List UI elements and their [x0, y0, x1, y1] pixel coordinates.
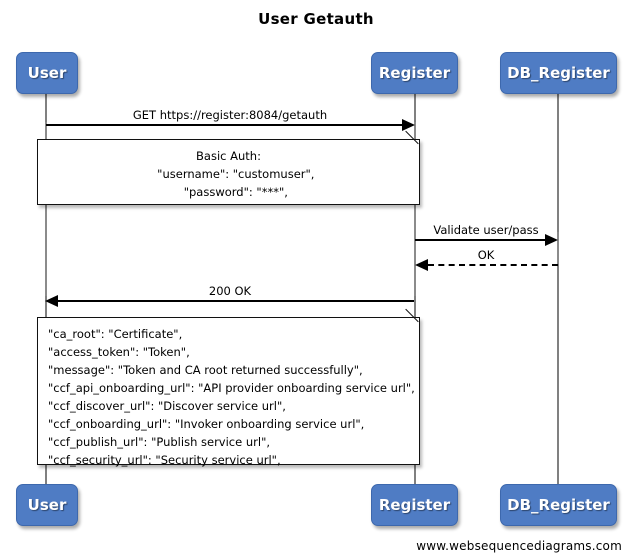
note-line: "ccf_discover_url": "Discover service ur… — [48, 399, 286, 413]
note-line: Basic Auth: — [196, 149, 261, 163]
footer-watermark: www.websequencediagrams.com — [416, 539, 622, 553]
actor-label: Register — [378, 64, 451, 82]
note-response: "ca_root": "Certificate", "access_token"… — [37, 308, 420, 467]
actor-user-bottom[interactable]: User — [16, 484, 78, 526]
message-label-ok: OK — [477, 248, 495, 262]
actor-label: Register — [378, 496, 451, 514]
message-line-200-ok — [58, 300, 414, 302]
actor-db-register-bottom[interactable]: DB_Register — [500, 484, 617, 526]
note-line: "ccf_onboarding_url": "Invoker onboardin… — [48, 417, 365, 431]
actor-label: DB_Register — [507, 64, 610, 82]
arrowhead-left-ok — [415, 259, 428, 271]
message-line-ok — [428, 264, 558, 266]
actor-label: User — [27, 64, 67, 82]
note-line: "ccf_publish_url": "Publish service url"… — [48, 435, 271, 449]
page-title: User Getauth — [258, 10, 374, 28]
arrowhead-right-get-getauth — [402, 119, 415, 131]
message-label-get-getauth: GET https://register:8084/getauth — [132, 108, 328, 122]
note-line: "ccf_api_onboarding_url": "API provider … — [48, 381, 415, 395]
note-line: "ca_root": "Certificate", — [48, 327, 183, 341]
actor-db-register-top[interactable]: DB_Register — [500, 52, 617, 94]
note-line: "ccf_security_url": "Security service ur… — [48, 453, 281, 467]
actor-label: DB_Register — [507, 496, 610, 514]
actor-register-bottom[interactable]: Register — [371, 484, 458, 526]
actor-user-top[interactable]: User — [16, 52, 78, 94]
note-request: Basic Auth: "username": "customuser", "p… — [37, 130, 420, 207]
activation-register — [414, 122, 416, 296]
lifeline-db-register — [557, 94, 559, 486]
activation-user — [45, 122, 47, 296]
activation-db-register — [557, 232, 559, 264]
message-label-validate: Validate user/pass — [433, 223, 539, 237]
note-line: "password": "***", — [169, 185, 288, 199]
arrowhead-right-validate — [545, 234, 558, 246]
actor-register-top[interactable]: Register — [371, 52, 458, 94]
note-line: "access_token": "Token", — [48, 345, 190, 359]
note-line: "username": "customuser", — [142, 167, 315, 181]
arrowhead-left-200-ok — [45, 295, 58, 307]
note-line: "message": "Token and CA root returned s… — [48, 363, 363, 377]
note-request-lines: Basic Auth: "username": "customuser", "p… — [38, 140, 419, 207]
message-line-validate — [415, 239, 548, 241]
message-label-200-ok: 200 OK — [208, 284, 252, 298]
note-response-lines: "ca_root": "Certificate", "access_token"… — [38, 318, 419, 475]
actor-label: User — [27, 496, 67, 514]
message-line-get-getauth — [46, 124, 404, 126]
